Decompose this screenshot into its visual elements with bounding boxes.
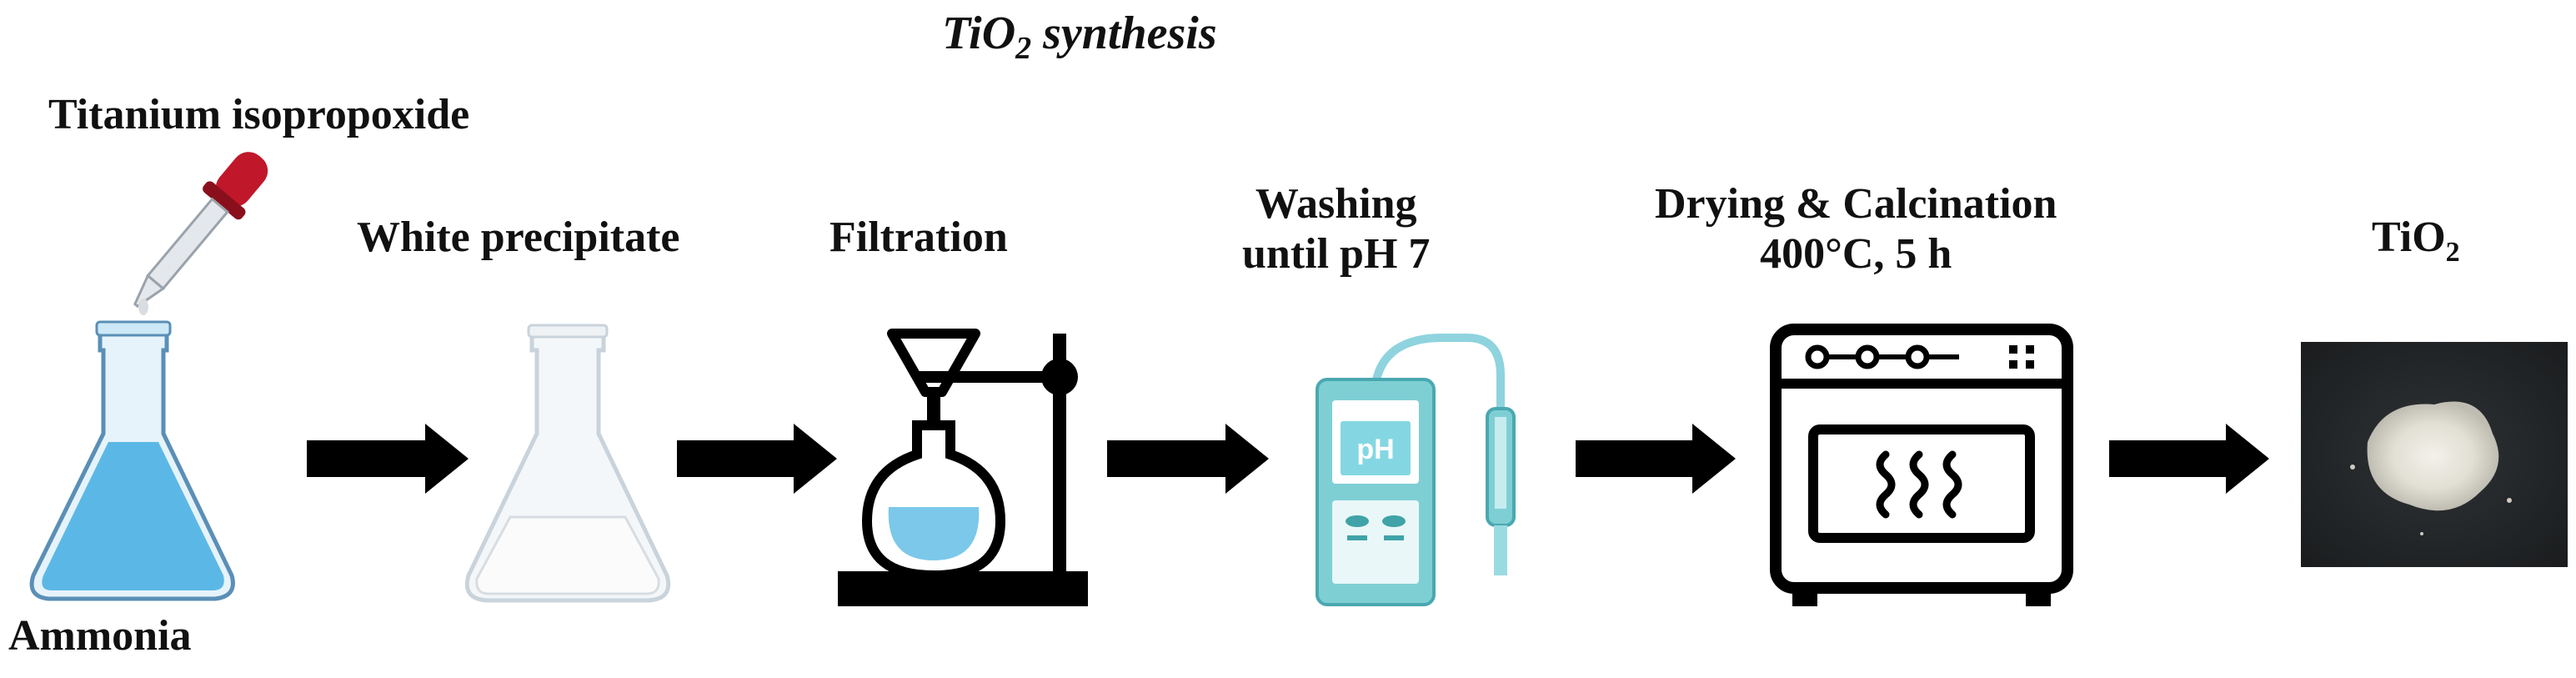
product-label: TiO2 xyxy=(2372,213,2460,268)
washing-label-line2: until pH 7 xyxy=(1242,229,1431,278)
washing-label-line1: Washing xyxy=(1255,180,1417,228)
ammonia-label: Ammonia xyxy=(8,612,192,660)
drying-label-line1: Drying & Calcination xyxy=(1655,180,2057,228)
drying-label-line2: 400°C, 5 h xyxy=(1760,229,1952,278)
meter-display-text: pH xyxy=(1356,434,1394,465)
precipitate-label: White precipitate xyxy=(357,213,680,261)
drying-label: Drying & Calcination 400°C, 5 h xyxy=(1655,179,2057,279)
precursor-label: Titanium isopropoxide xyxy=(48,91,470,138)
washing-label: Washing until pH 7 xyxy=(1242,179,1430,279)
filtration-label: Filtration xyxy=(829,213,1008,261)
diagram-title: TiO2 synthesis xyxy=(942,8,1217,66)
